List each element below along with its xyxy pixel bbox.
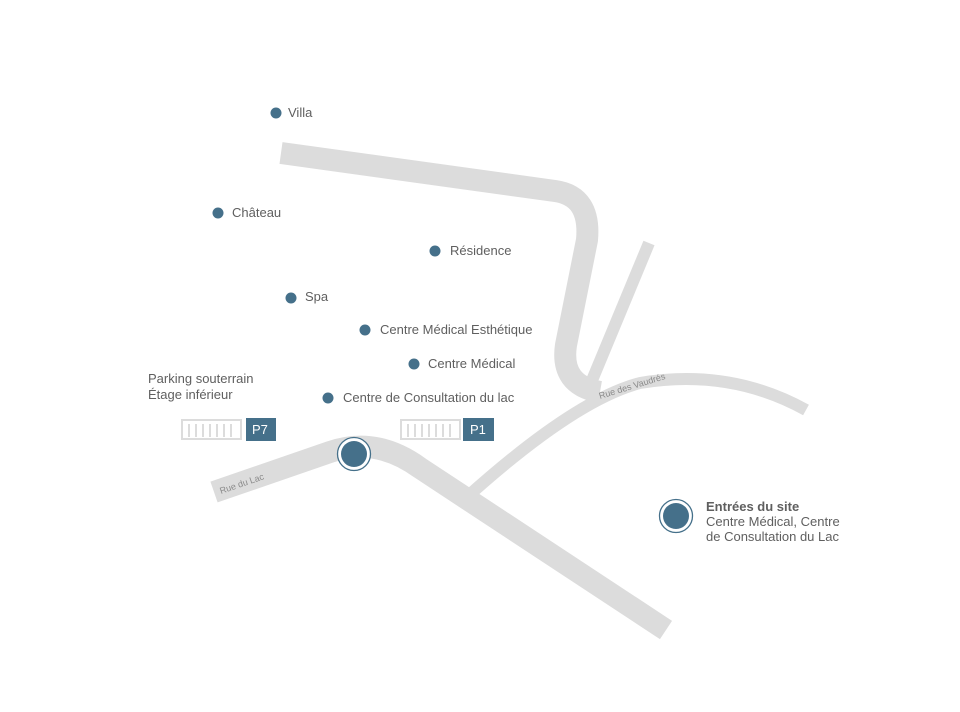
parking-code: P7: [252, 422, 268, 437]
poi-marker-icon: [359, 324, 371, 336]
parking-note-line2: Étage inférieur: [148, 387, 233, 402]
poi-marker-icon: [212, 207, 224, 219]
parking-p1[interactable]: P1: [400, 418, 494, 441]
poi-villa[interactable]: Villa: [270, 105, 314, 120]
poi-label: Spa: [305, 289, 329, 304]
poi-marker-icon: [322, 392, 334, 404]
roads: [210, 142, 809, 640]
poi-label: Centre Médical: [428, 356, 516, 371]
poi-centre-consultation[interactable]: Centre de Consultation du lac: [322, 390, 515, 405]
rue-du-lac-road: [210, 435, 673, 640]
poi-marker-icon: [270, 107, 282, 119]
poi-label: Villa: [288, 105, 313, 120]
poi-label: Château: [232, 205, 281, 220]
legend-line1: Centre Médical, Centre: [706, 514, 840, 529]
parking-spaces-icon: [400, 419, 461, 440]
access-road-north: [279, 142, 603, 403]
parking-spaces-icon: [181, 419, 242, 440]
site-entrance-marker[interactable]: [336, 436, 372, 472]
poi-centre-medical-esthetique[interactable]: Centre Médical Esthétique: [359, 322, 533, 337]
entrance-marker-core: [341, 441, 367, 467]
poi-marker-icon: [429, 245, 441, 257]
poi-residence[interactable]: Résidence: [429, 243, 512, 258]
poi-centre-medical[interactable]: Centre Médical: [408, 356, 516, 371]
legend: Entrées du site Centre Médical, Centre d…: [658, 498, 840, 544]
poi-marker-icon: [285, 292, 297, 304]
poi-spa[interactable]: Spa: [285, 289, 329, 304]
poi-label: Centre de Consultation du lac: [343, 390, 515, 405]
poi-marker-icon: [408, 358, 420, 370]
access-road-northeast: [582, 240, 655, 393]
parking-badge: [246, 418, 276, 441]
poi-label: Résidence: [450, 243, 511, 258]
legend-marker-core: [663, 503, 689, 529]
legend-title: Entrées du site: [706, 499, 799, 514]
parking-note-line1: Parking souterrain: [148, 371, 254, 386]
legend-line2: de Consultation du Lac: [706, 529, 839, 544]
parking-code: P1: [470, 422, 486, 437]
parking-p7[interactable]: P7: [181, 418, 276, 441]
parking-badge: [463, 418, 494, 441]
rue-des-vaudres-road: [462, 373, 809, 502]
poi-chateau[interactable]: Château: [212, 205, 282, 220]
poi-label: Centre Médical Esthétique: [380, 322, 532, 337]
